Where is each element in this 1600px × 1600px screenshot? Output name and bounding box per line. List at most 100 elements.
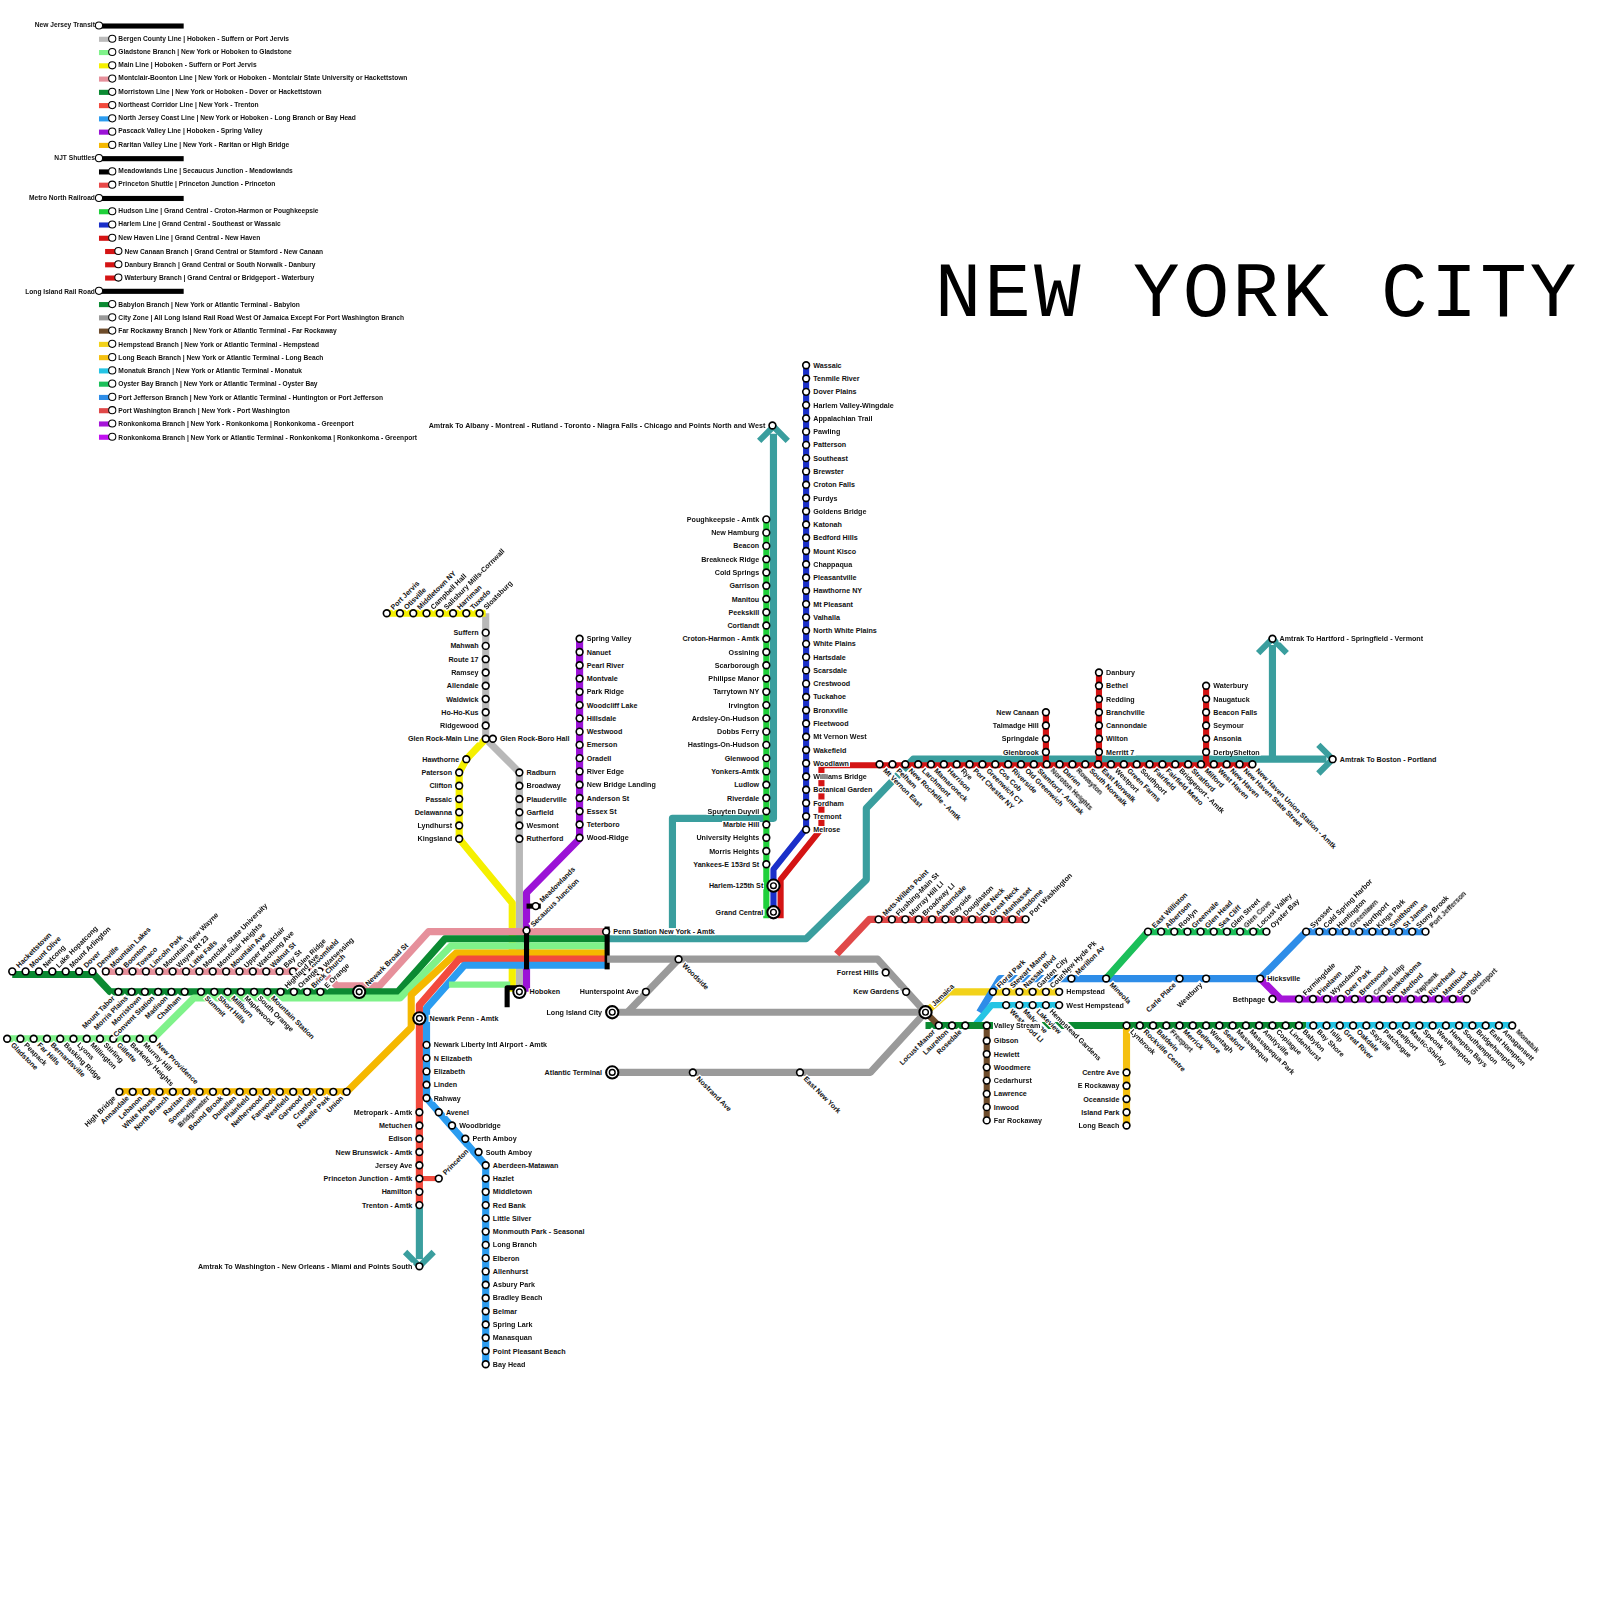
legend-dot — [108, 87, 116, 95]
station-dot — [928, 761, 935, 768]
station-dot — [482, 709, 489, 716]
station-dot — [1396, 928, 1403, 935]
legend-dot — [108, 367, 116, 375]
station-dot — [416, 1149, 423, 1156]
station-dot — [763, 543, 770, 550]
station-dot — [1096, 696, 1103, 703]
station-dot — [983, 1077, 990, 1084]
station-dot — [416, 1109, 423, 1116]
station-dot — [1509, 1022, 1516, 1029]
legend-swatch — [99, 382, 112, 387]
station-label: Katonah — [812, 521, 843, 528]
station-dot — [482, 1281, 489, 1288]
station-label: Marble Hill — [722, 821, 760, 828]
rail-line — [1096, 672, 1102, 765]
station-dot — [1096, 722, 1103, 729]
station-label: Hastings-On-Hudson — [687, 741, 760, 748]
legend-swatch — [99, 36, 112, 41]
station-dot — [456, 796, 463, 803]
legend-text: Main Line | Hoboken - Suffern or Port Je… — [118, 62, 256, 69]
station-dot — [803, 667, 810, 674]
station-dot — [1303, 928, 1310, 935]
station-dot — [416, 1175, 423, 1182]
rail-line — [980, 932, 1426, 1013]
station-dot — [942, 916, 949, 923]
legend-dot — [108, 207, 116, 215]
station-dot — [941, 761, 948, 768]
legend-swatch — [99, 183, 112, 188]
rail-line — [628, 959, 679, 1012]
station-label: Hawthorne — [421, 756, 460, 763]
station-dot — [983, 1104, 990, 1111]
station-dot — [123, 1035, 130, 1042]
station-dot — [803, 495, 810, 502]
station-dot — [763, 556, 770, 563]
station-dot — [949, 1022, 956, 1029]
station-dot — [1422, 928, 1429, 935]
station-dot — [435, 1175, 442, 1182]
legend-swatch — [99, 156, 184, 161]
station-dot — [482, 1228, 489, 1235]
station-label: Tarrytown NY — [712, 688, 760, 695]
legend-dot — [108, 380, 116, 388]
station-dot — [462, 1135, 469, 1142]
station-label: Purdys — [812, 494, 838, 501]
station-dot — [1043, 1002, 1050, 1009]
legend-heading: Long Island Rail Road — [25, 288, 95, 295]
station-dot — [576, 715, 583, 722]
station-label: Forrest Hills — [836, 969, 880, 976]
station-label: Suffern — [453, 629, 480, 636]
station-dot — [763, 861, 770, 868]
station-dot — [1136, 1022, 1143, 1029]
station-label: New Hamburg — [710, 529, 760, 536]
station-dot — [763, 808, 770, 815]
station-dot — [767, 906, 779, 918]
station-label: Mount Kisco — [812, 547, 857, 554]
station-label: Montvale — [586, 675, 619, 682]
station-dot — [576, 768, 583, 775]
station-label: Wakefield — [812, 746, 847, 753]
station-label: Nostrand Ave — [695, 1074, 734, 1113]
station-dot — [1203, 975, 1210, 982]
station-label: Glenbrook — [1002, 748, 1040, 755]
station-label: Yankees-E 153rd St — [692, 861, 760, 868]
station-dot — [410, 610, 417, 617]
station-dot — [1159, 761, 1166, 768]
station-dot — [210, 1088, 217, 1095]
station-dot — [915, 916, 922, 923]
station-dot — [1456, 1022, 1463, 1029]
station-dot — [1229, 1022, 1236, 1029]
station-label: Island Park — [1080, 1109, 1120, 1116]
station-dot — [236, 1088, 243, 1095]
station-label: Metuchen — [378, 1122, 413, 1129]
legend-text: Port Washington Branch | New York - Port… — [118, 408, 289, 415]
station-dot — [803, 601, 810, 608]
station-dot — [416, 1202, 423, 1209]
station-dot — [516, 782, 523, 789]
station-dot — [643, 988, 650, 995]
station-dot — [1029, 988, 1036, 995]
station-dot — [1338, 996, 1345, 1003]
station-dot — [803, 720, 810, 727]
rail-line — [1203, 686, 1209, 766]
station-label: Dobbs Ferry — [716, 728, 760, 735]
station-dot — [1123, 1109, 1130, 1116]
station-label: Cannondale — [1105, 722, 1148, 729]
station-dot — [763, 848, 770, 855]
legend-heading: Metro North Railroad — [29, 195, 95, 202]
legend-swatch — [99, 369, 112, 374]
station-dot — [1376, 1022, 1383, 1029]
station-label: Naugatuck — [1212, 695, 1251, 702]
station-label: New Canaan — [995, 709, 1040, 716]
station-dot — [482, 1361, 489, 1368]
station-label: Carle Place — [1144, 980, 1178, 1014]
rail-line — [449, 982, 510, 988]
station-dot — [763, 622, 770, 629]
station-dot — [803, 362, 810, 369]
station-label: Lawrence — [993, 1090, 1028, 1097]
station-label: E Rockaway — [1077, 1082, 1121, 1089]
station-label: Spring Lark — [492, 1321, 534, 1328]
station-dot — [803, 468, 810, 475]
station-label: Rahway — [433, 1094, 462, 1101]
